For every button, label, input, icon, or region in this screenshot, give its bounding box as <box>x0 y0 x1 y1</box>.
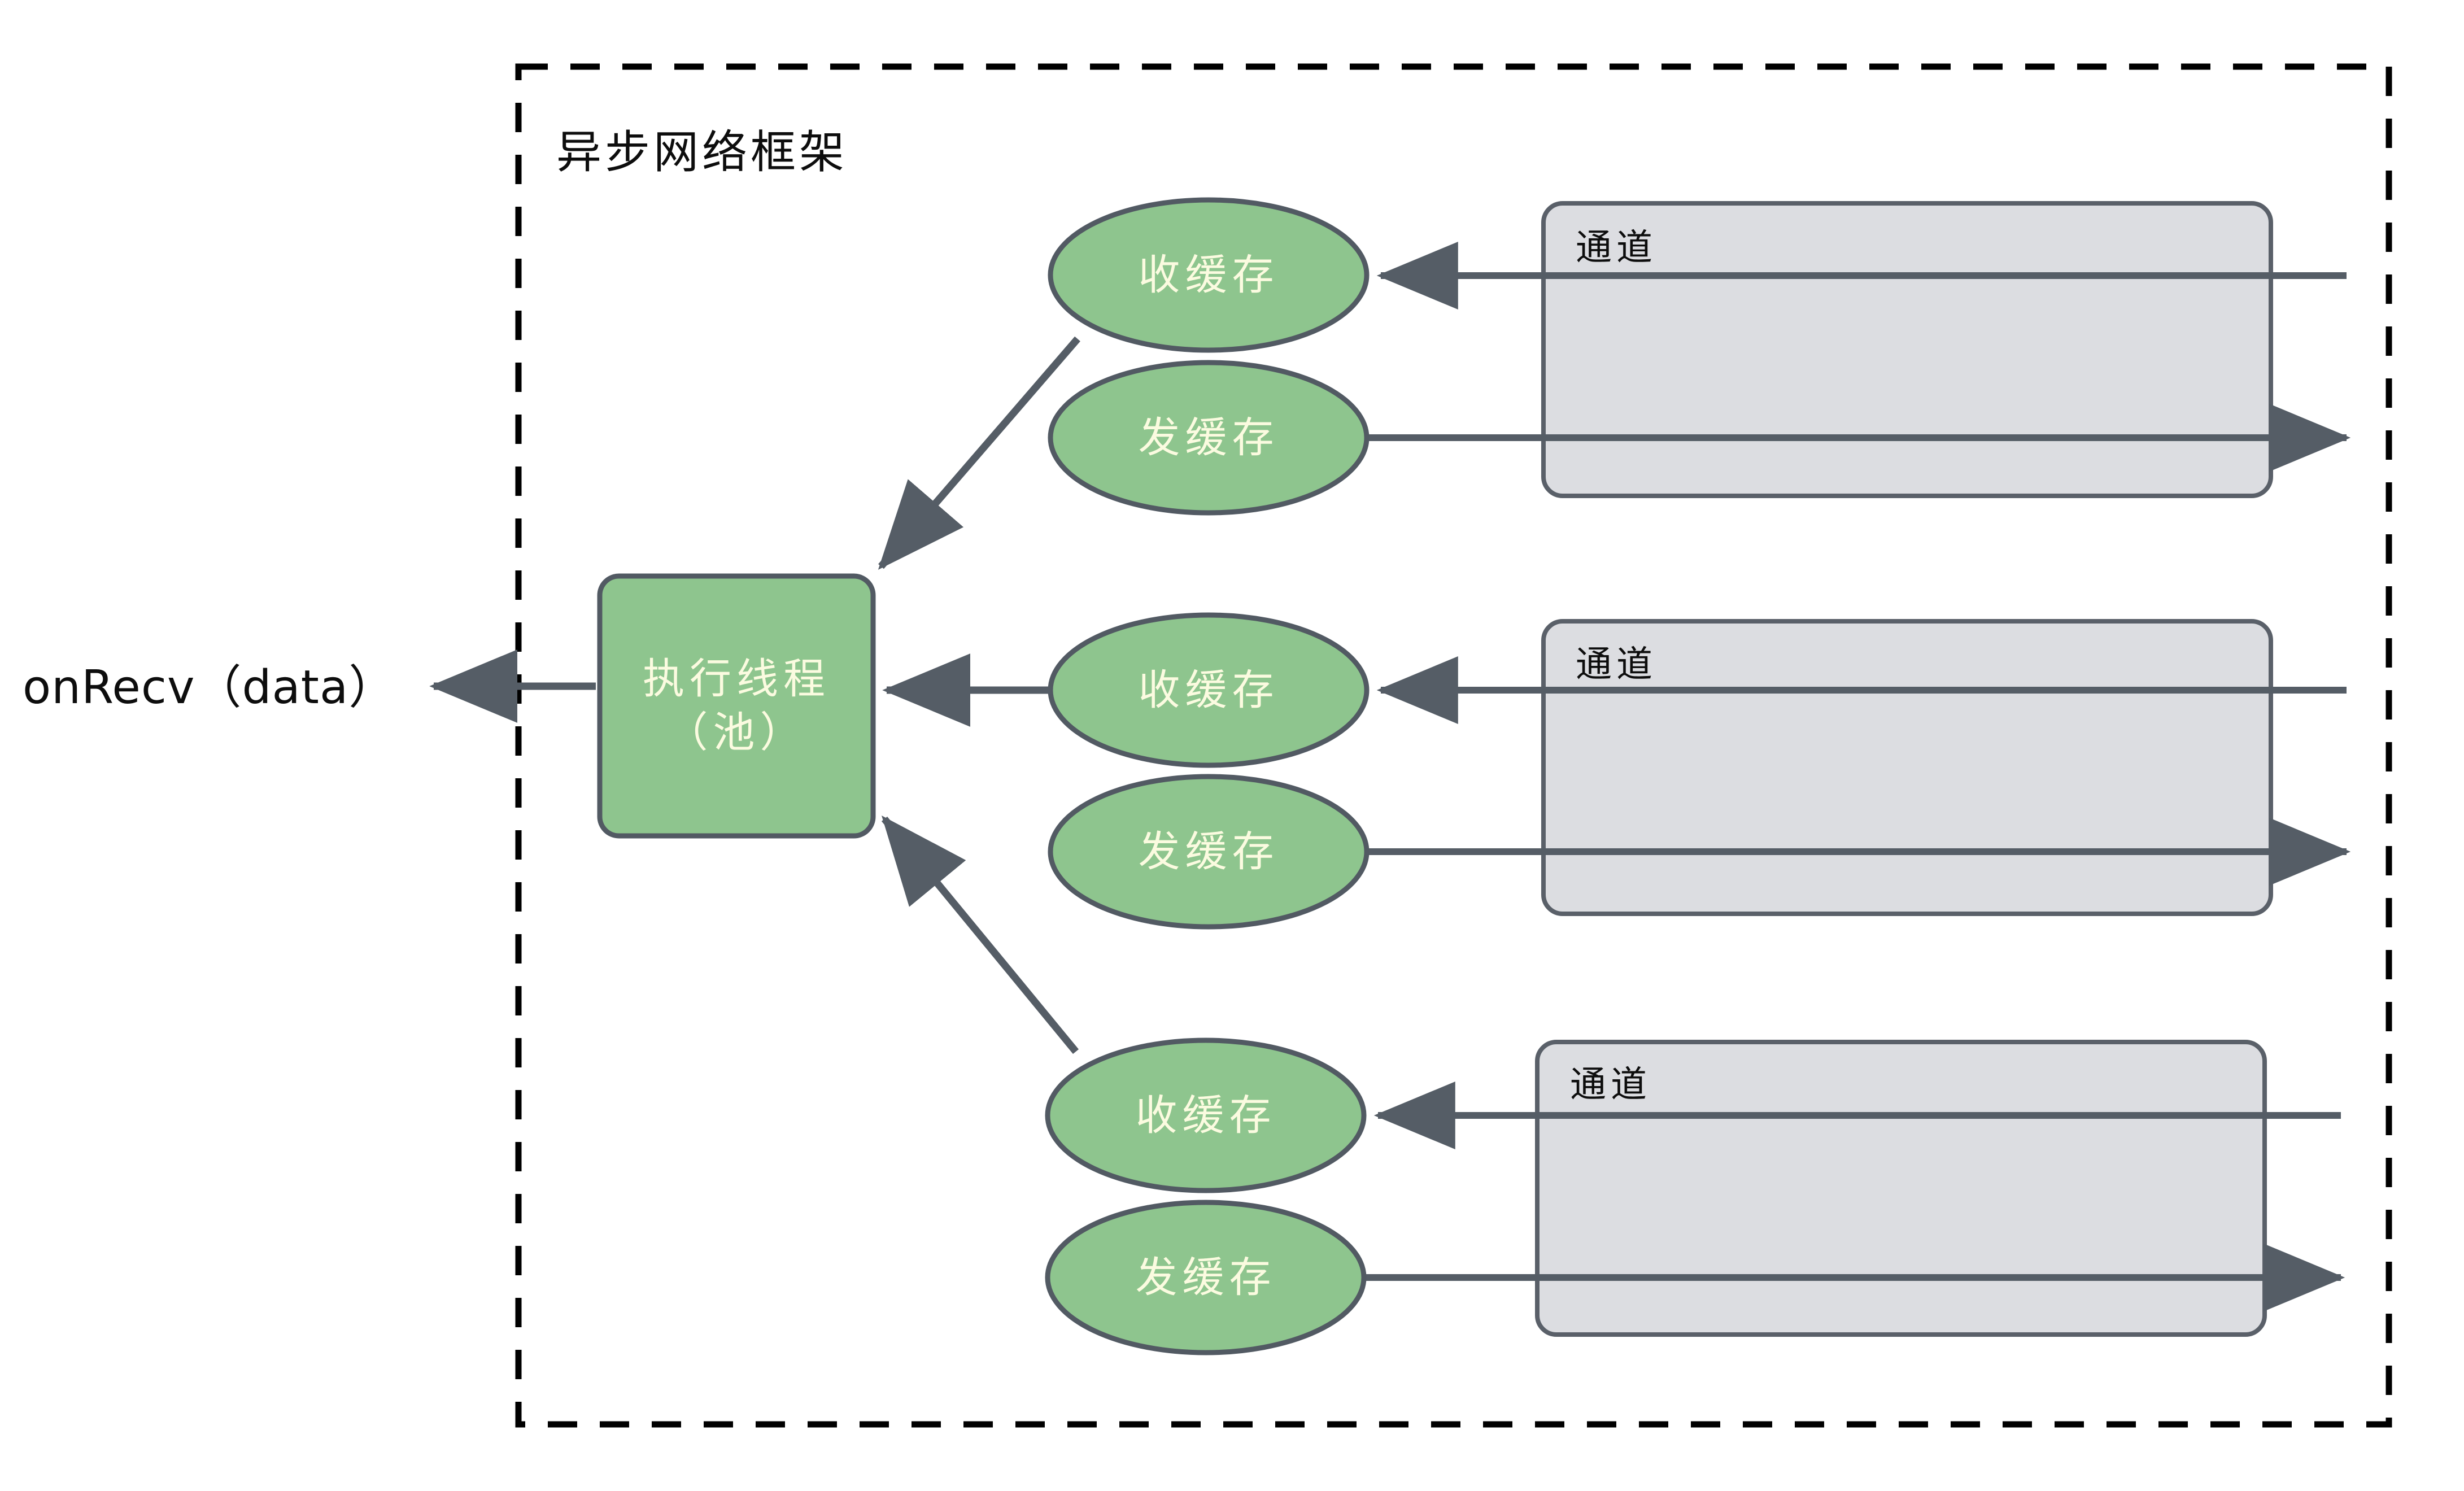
edge-recv1-to-executor <box>878 336 1080 570</box>
send-buffer-ellipse-2[interactable] <box>1048 774 1370 930</box>
send-buffer-ellipse-3[interactable] <box>1045 1200 1367 1355</box>
channel-box-2 <box>1541 619 2273 916</box>
recv-buffer-ellipse-2[interactable] <box>1048 612 1370 768</box>
channel-box-3 <box>1535 1040 2267 1337</box>
executor-thread-pool-box[interactable] <box>597 573 876 839</box>
recv-buffer-ellipse-1[interactable] <box>1048 197 1370 353</box>
channel-box-1 <box>1541 201 2273 498</box>
edge-recv3-to-executor <box>881 815 1079 1054</box>
recv-buffer-ellipse-3[interactable] <box>1045 1037 1367 1193</box>
framework-boundary <box>515 63 2392 1428</box>
send-buffer-ellipse-1[interactable] <box>1048 360 1370 516</box>
